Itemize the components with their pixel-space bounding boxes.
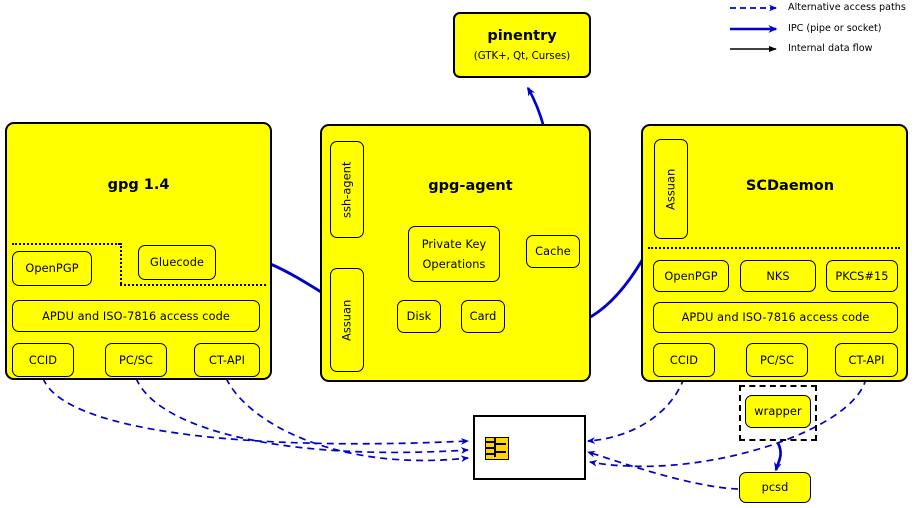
pinentry-title: pinentry bbox=[487, 28, 557, 44]
wrapper-box[interactable]: wrapper bbox=[745, 395, 811, 428]
scdaemon-reader-ctapi[interactable]: CT-API bbox=[835, 343, 898, 377]
gpg-agent-private-key-operations-box[interactable]: Private Key Operations bbox=[408, 226, 500, 282]
scdaemon-title: SCDaemon bbox=[745, 178, 835, 194]
chip-divider-vertical bbox=[494, 438, 496, 457]
scdaemon-apdu-box[interactable]: APDU and ISO-7816 access code bbox=[653, 302, 898, 333]
chip-contact-3 bbox=[486, 453, 494, 455]
scdaemon-app-pkcs15[interactable]: PKCS#15 bbox=[826, 260, 898, 292]
alt-gpg-ccid-to-card bbox=[42, 377, 469, 445]
gpg-dotted-top bbox=[12, 243, 120, 245]
gpg-agent-ssh-agent-box[interactable]: ssh-agent bbox=[330, 141, 364, 238]
pinentry-subtitle: (GTK+, Qt, Curses) bbox=[473, 51, 571, 62]
gpg-dotted-bottom bbox=[120, 284, 266, 286]
alt-gpg-pcsc-to-card bbox=[135, 377, 469, 454]
gpg-agent-assuan-box[interactable]: Assuan bbox=[330, 268, 364, 372]
legend-label-internal: Internal data flow bbox=[788, 43, 873, 54]
scdaemon-reader-pcsc[interactable]: PC/SC bbox=[746, 343, 808, 377]
alt-pcsd-to-card bbox=[587, 450, 739, 490]
pcsd-box[interactable]: pcsd bbox=[739, 472, 811, 503]
chip-contact-2 bbox=[486, 447, 494, 449]
alt-gpg-ctapi-to-card bbox=[225, 377, 469, 463]
legend-label-alternative: Alternative access paths bbox=[788, 2, 906, 13]
chip-contact-4 bbox=[496, 443, 506, 445]
gpg-agent-cache-box[interactable]: Cache bbox=[526, 235, 580, 268]
alt-scd-ccid-to-card bbox=[587, 377, 685, 444]
pko-line1: Private Key bbox=[421, 237, 487, 251]
legend-label-ipc: IPC (pipe or socket) bbox=[788, 23, 882, 34]
gpg-agent-title: gpg-agent bbox=[428, 178, 513, 194]
gpg-reader-pcsc[interactable]: PC/SC bbox=[105, 343, 167, 377]
gpg-openpgp-box[interactable]: OpenPGP bbox=[12, 251, 92, 286]
scdaemon-dotted-separator bbox=[648, 247, 900, 249]
alt-scd-ctapi-to-card bbox=[589, 377, 867, 468]
gpg-apdu-box[interactable]: APDU and ISO-7816 access code bbox=[12, 300, 260, 332]
gpg-reader-ccid[interactable]: CCID bbox=[12, 343, 74, 377]
gpg-gluecode-box[interactable]: Gluecode bbox=[138, 245, 216, 280]
chip-contact-1 bbox=[486, 441, 494, 443]
gpg-reader-ctapi[interactable]: CT-API bbox=[194, 343, 260, 377]
gpg-agent-card-box[interactable]: Card bbox=[461, 300, 505, 333]
pko-line2: Operations bbox=[422, 257, 486, 271]
scdaemon-reader-ccid[interactable]: CCID bbox=[653, 343, 715, 377]
scdaemon-assuan-box[interactable]: Assuan bbox=[654, 139, 688, 239]
gpg-agent-disk-box[interactable]: Disk bbox=[397, 300, 441, 333]
ipc-wrapper-to-pcsd bbox=[774, 442, 782, 472]
wrapper-dashed-enclosure bbox=[739, 385, 817, 441]
scdaemon-app-openpgp[interactable]: OpenPGP bbox=[653, 260, 729, 292]
scdaemon-app-nks[interactable]: NKS bbox=[740, 260, 816, 292]
gpg-dotted-riser bbox=[120, 243, 122, 284]
pinentry-box[interactable]: pinentry (GTK+, Qt, Curses) bbox=[453, 12, 591, 78]
chip-contact-5 bbox=[496, 451, 506, 453]
gpg-title: gpg 1.4 bbox=[107, 177, 170, 193]
